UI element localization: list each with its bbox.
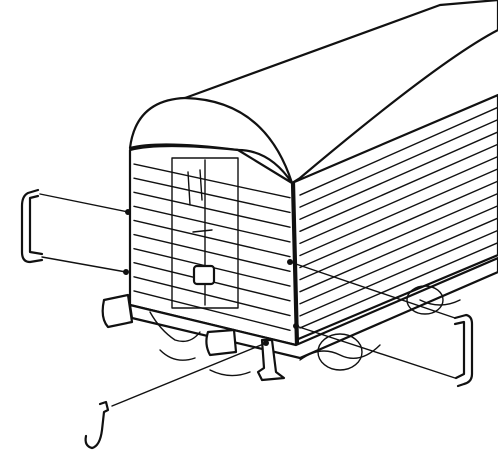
side-planks (299, 106, 498, 329)
side-plank-line (299, 155, 498, 245)
end-plank-line (133, 290, 291, 331)
side-plank-line (299, 143, 498, 233)
side-plank-line (299, 205, 498, 293)
right-grab-handle (287, 259, 474, 388)
wagon-roof (128, 0, 498, 185)
wheel (317, 333, 363, 371)
right-buffer (205, 328, 238, 357)
side-plank-line (299, 217, 498, 305)
wheel (406, 285, 444, 315)
coupling-hook (84, 340, 269, 450)
door-latch (192, 229, 213, 233)
door-window (192, 264, 216, 286)
end-plank-line (133, 191, 291, 228)
side-plank-line (299, 131, 498, 220)
end-plank-line (133, 276, 291, 317)
side-plank-line (299, 168, 498, 257)
side-plank-line (299, 241, 498, 329)
end-plank-line (133, 233, 291, 273)
side-plank-line (299, 180, 498, 269)
side-plank-line (299, 106, 498, 196)
end-plank-line (133, 205, 291, 243)
side-plank-line (299, 229, 498, 317)
end-plank-line (133, 177, 291, 214)
side-plank-line (299, 118, 498, 208)
step (256, 338, 286, 382)
side-plank-line (299, 192, 498, 281)
buffers (101, 293, 238, 357)
wagon-end-wall (128, 144, 298, 347)
left-grab-handle (20, 188, 131, 275)
end-plank-line (133, 163, 291, 199)
end-door (171, 157, 239, 309)
left-buffer (101, 293, 134, 329)
end-plank-line (133, 219, 291, 258)
